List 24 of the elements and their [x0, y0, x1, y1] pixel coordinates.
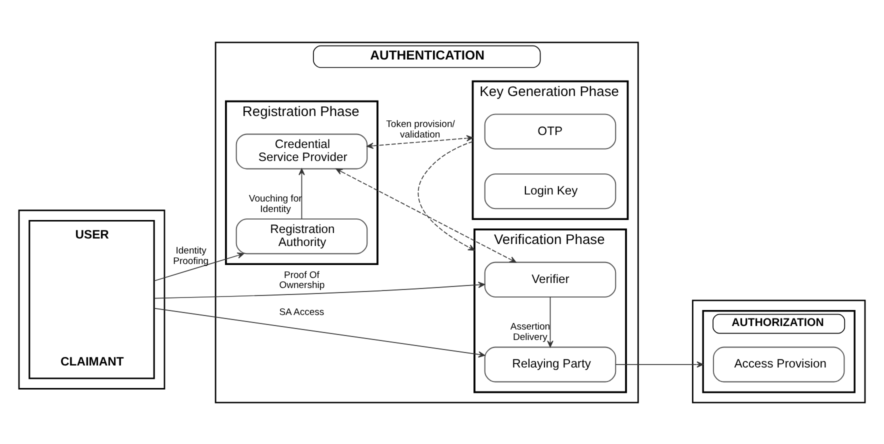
- edge-label: Assertion Delivery: [510, 321, 550, 342]
- node-box: Verifier: [484, 261, 616, 297]
- cluster: [18, 209, 166, 389]
- node-box: USER CLAIMANT: [28, 220, 155, 379]
- arrow: [154, 307, 486, 358]
- node-box: Registration Authority: [236, 218, 368, 254]
- node-box: Relaying Party: [484, 346, 616, 382]
- node-box: OTP: [484, 113, 616, 149]
- node-box: Login Key: [484, 172, 616, 209]
- arrow: [615, 360, 704, 368]
- arrow: [298, 168, 305, 219]
- edge-label: Proof Of Ownership: [279, 269, 325, 291]
- node-box: Access Provision: [712, 346, 845, 382]
- arrow: [154, 252, 244, 281]
- arrow: [336, 168, 516, 262]
- arrow: [547, 296, 554, 347]
- arrow: [418, 140, 475, 250]
- node-box: Credential Service Provider: [236, 133, 368, 169]
- cluster: [692, 299, 866, 403]
- edge-label: SA Access: [279, 306, 324, 318]
- arrow: [154, 281, 485, 298]
- arrow: [366, 134, 474, 148]
- edge-label: Token provision/ validation: [386, 118, 455, 140]
- edge-label: Identity Proofing: [173, 245, 209, 266]
